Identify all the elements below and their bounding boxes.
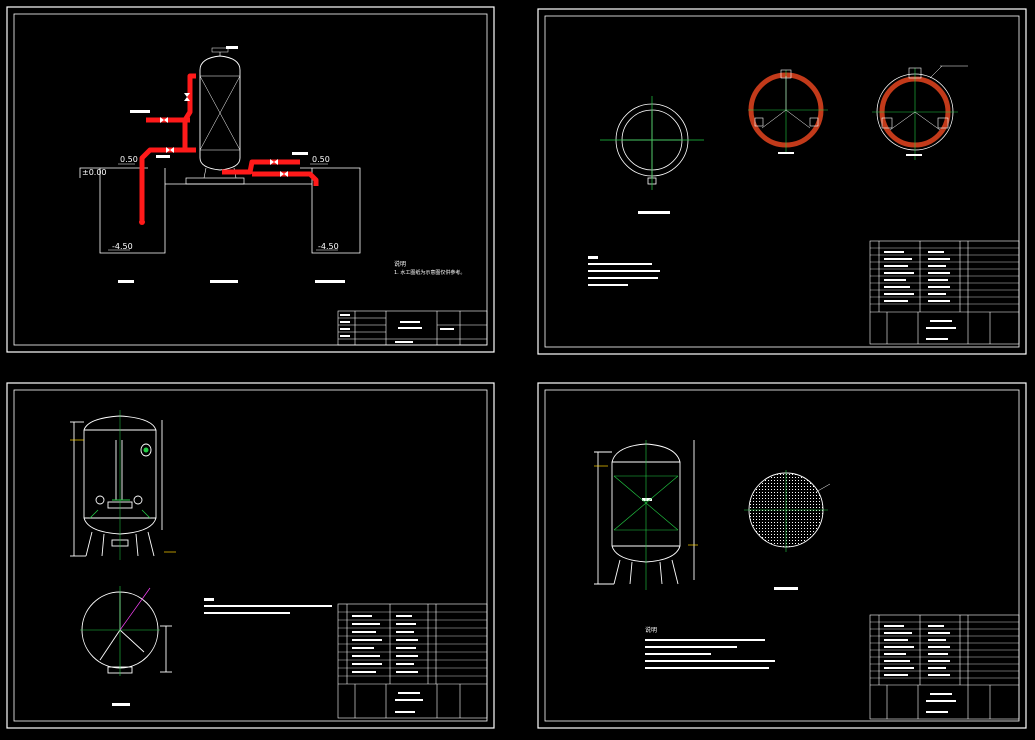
- sheet4-notes-title: 说明: [645, 626, 657, 634]
- sheet2-outer-frame: [537, 8, 1027, 355]
- sheet2-notes: [588, 256, 660, 286]
- pit-right: [300, 167, 361, 254]
- tank-elevation-view: [70, 415, 163, 557]
- sheet-tank-shell: 说明: [537, 382, 1027, 729]
- tank-plan-view: [81, 591, 172, 674]
- sheet3-parts-rows: [338, 611, 487, 677]
- sheet2-parts-text: [884, 251, 956, 340]
- elevation-left: 0.50: [120, 155, 138, 164]
- elevation-right: 0.50: [312, 155, 330, 164]
- sheet2-title-block: [869, 240, 1020, 345]
- filter-tank-elevation: [199, 47, 241, 179]
- sheet1-note-1: 1. 水工图纸为示意图仅供参考。: [394, 269, 465, 276]
- sheet3-parts-text: [352, 615, 423, 713]
- support-ring-section-b: [872, 65, 968, 160]
- sheet4-parts-rows: [870, 621, 1019, 679]
- sheet1-notes-title: 说明: [394, 260, 406, 268]
- sheet4-inner-frame: [544, 389, 1020, 722]
- ground-line-left: [79, 167, 148, 178]
- sheet1-title-block-text: [340, 314, 454, 343]
- sheet-section-details: [537, 8, 1027, 355]
- tank-shell-internals: [613, 440, 679, 590]
- sheet3-outer-frame: [6, 382, 495, 729]
- sheet1-title-block: [337, 310, 488, 346]
- red-process-piping: [139, 73, 319, 220]
- sheet3-inner-frame: [13, 389, 488, 722]
- tank-plan-nozzle-leader: [119, 587, 151, 631]
- depth-left: -4.50: [112, 242, 133, 251]
- sheet-process-diagram: ±0.00 0.50 0.50 -4.50 -4.50: [6, 6, 495, 353]
- tank-shell-elevation: [594, 440, 695, 585]
- pit-left: [99, 168, 166, 254]
- sheet1-annotation-labels: [118, 46, 345, 283]
- sheet2-inner-frame: [544, 15, 1020, 348]
- tank-base-slab: [185, 177, 245, 185]
- support-ring-section-a: [748, 69, 828, 154]
- tank-plan-caption: [112, 703, 130, 706]
- sheet1-outer-frame: [6, 6, 495, 353]
- sheet4-outer-frame: [537, 382, 1027, 729]
- sheet4-parts-text: [884, 625, 956, 713]
- perforated-plate-view: [744, 470, 831, 590]
- sheet3-notes: [204, 598, 332, 614]
- plan-view-caption: [638, 211, 670, 214]
- sheet-tank-assembly: [6, 382, 495, 729]
- depth-right: -4.50: [318, 242, 339, 251]
- elevation-zero: ±0.00: [82, 168, 107, 177]
- valve-symbols: [160, 93, 288, 177]
- sheet1-inner-frame: [13, 13, 488, 346]
- tank-elevation-accents: [70, 410, 176, 560]
- sheet4-notes: [645, 639, 775, 669]
- pump-suction-icon: [139, 219, 145, 225]
- sheet2-parts-rows: [870, 247, 1019, 305]
